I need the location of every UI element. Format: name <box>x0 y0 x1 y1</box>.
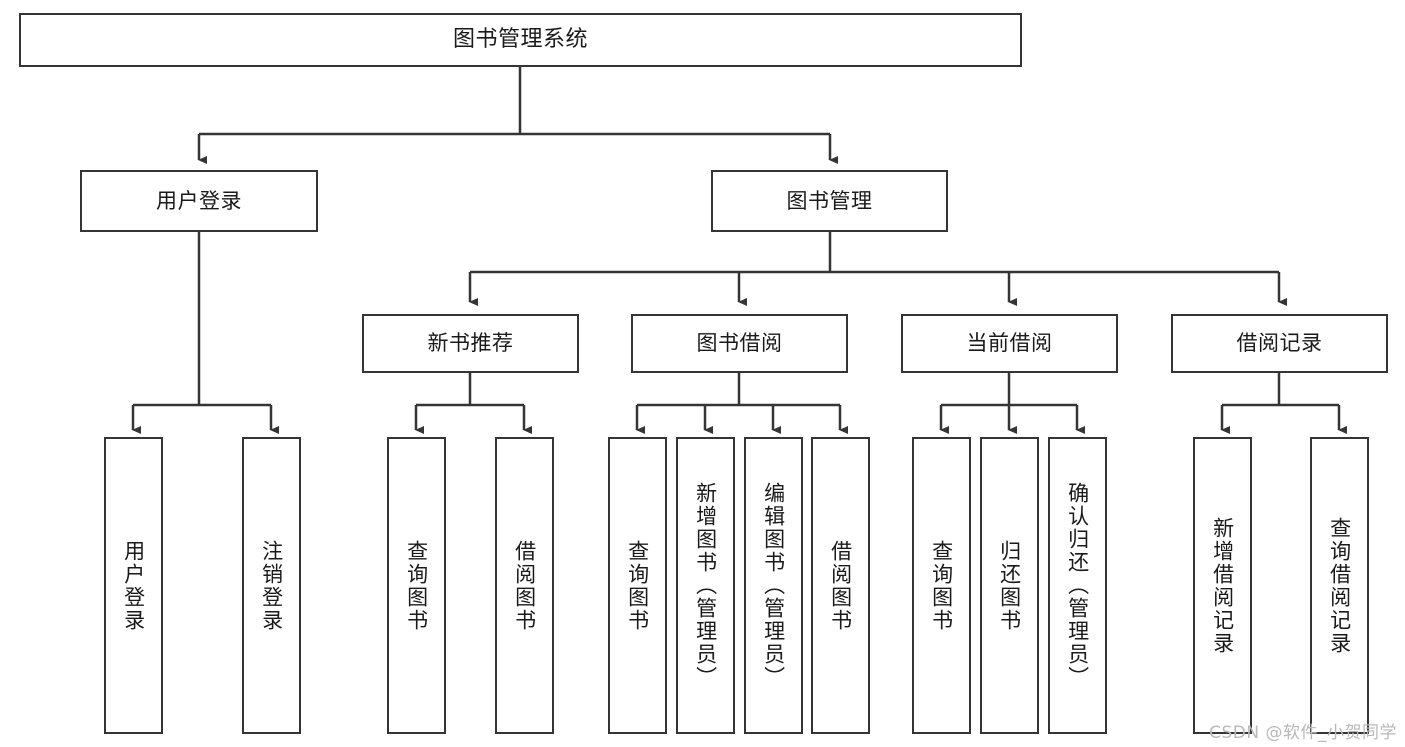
leaf-borrow-record-query-record[interactable]: 查询借阅记录 <box>1310 437 1369 734</box>
node-root-book-management-system[interactable]: 图书管理系统 <box>19 13 1022 67</box>
node-label: 注销登录 <box>259 539 284 632</box>
node-book-borrow[interactable]: 图书借阅 <box>631 314 848 373</box>
node-new-book-recommend[interactable]: 新书推荐 <box>362 314 579 373</box>
leaf-user-login-login[interactable]: 用户登录 <box>104 437 163 734</box>
csdn-watermark: CSDN @软件_小贺同学 <box>1209 723 1397 743</box>
node-label: 新增图书（管理员） <box>693 482 718 689</box>
node-label: 新书推荐 <box>427 331 514 356</box>
leaf-new-book-borrow-book[interactable]: 借阅图书 <box>495 437 554 734</box>
leaf-new-book-query-book[interactable]: 查询图书 <box>387 437 446 734</box>
leaf-book-borrow-query-book[interactable]: 查询图书 <box>608 437 667 734</box>
node-label: 查询图书 <box>929 539 954 632</box>
node-label: 借阅图书 <box>828 539 853 632</box>
node-label: 编辑图书（管理员） <box>761 482 786 689</box>
node-label: 图书借阅 <box>696 331 783 356</box>
node-label: 归还图书 <box>997 539 1022 632</box>
node-label: 借阅记录 <box>1236 331 1323 356</box>
node-label: 用户登录 <box>121 539 146 632</box>
leaf-user-login-logout[interactable]: 注销登录 <box>242 437 301 734</box>
node-label: 查询借阅记录 <box>1327 516 1352 655</box>
leaf-book-borrow-add-book-admin[interactable]: 新增图书（管理员） <box>676 437 735 734</box>
node-label: 确认归还（管理员） <box>1065 482 1090 689</box>
node-label: 当前借阅 <box>966 331 1053 356</box>
node-user-login[interactable]: 用户登录 <box>80 170 318 232</box>
node-label: 查询图书 <box>625 539 650 632</box>
leaf-borrow-record-add-record[interactable]: 新增借阅记录 <box>1193 437 1252 734</box>
node-label: 图书管理系统 <box>452 27 588 53</box>
node-label: 图书管理 <box>786 188 873 213</box>
leaf-current-borrow-return-book[interactable]: 归还图书 <box>980 437 1039 734</box>
leaf-current-borrow-query-book[interactable]: 查询图书 <box>912 437 971 734</box>
node-current-borrow[interactable]: 当前借阅 <box>901 314 1118 373</box>
node-borrow-record[interactable]: 借阅记录 <box>1171 314 1388 373</box>
node-label: 新增借阅记录 <box>1210 516 1235 655</box>
node-book-management[interactable]: 图书管理 <box>711 170 948 232</box>
leaf-book-borrow-edit-book-admin[interactable]: 编辑图书（管理员） <box>744 437 803 734</box>
leaf-book-borrow-borrow-book[interactable]: 借阅图书 <box>811 437 870 734</box>
node-label: 用户登录 <box>156 188 242 213</box>
leaf-current-borrow-confirm-return-admin[interactable]: 确认归还（管理员） <box>1048 437 1107 734</box>
node-label: 借阅图书 <box>512 539 537 632</box>
node-label: 查询图书 <box>404 539 429 632</box>
